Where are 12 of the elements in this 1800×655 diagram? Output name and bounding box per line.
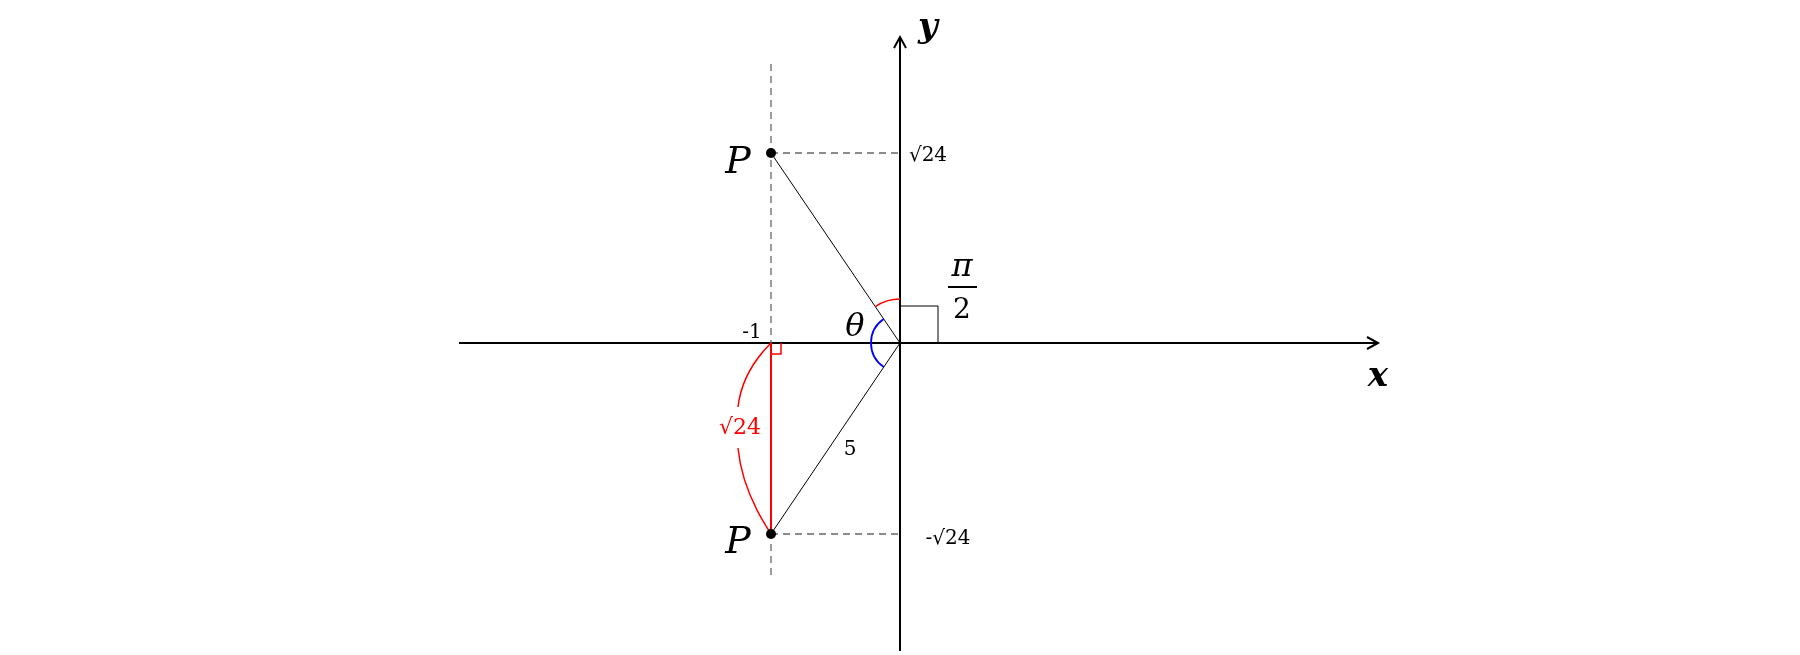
tick-label: √24 [908, 144, 948, 164]
point-label: P [725, 141, 751, 179]
tick-label: -√24 [925, 527, 971, 547]
tick-label: -1 [742, 321, 762, 341]
axis-label: y [918, 8, 938, 42]
angle-label: θ [845, 309, 865, 341]
length-label: 5 [843, 438, 857, 458]
length-label: √24 [719, 416, 761, 438]
angle-label: 2 [953, 295, 971, 323]
axis-label: x [1367, 357, 1389, 391]
angle-label: π [951, 249, 973, 281]
point-label: P [725, 521, 751, 559]
